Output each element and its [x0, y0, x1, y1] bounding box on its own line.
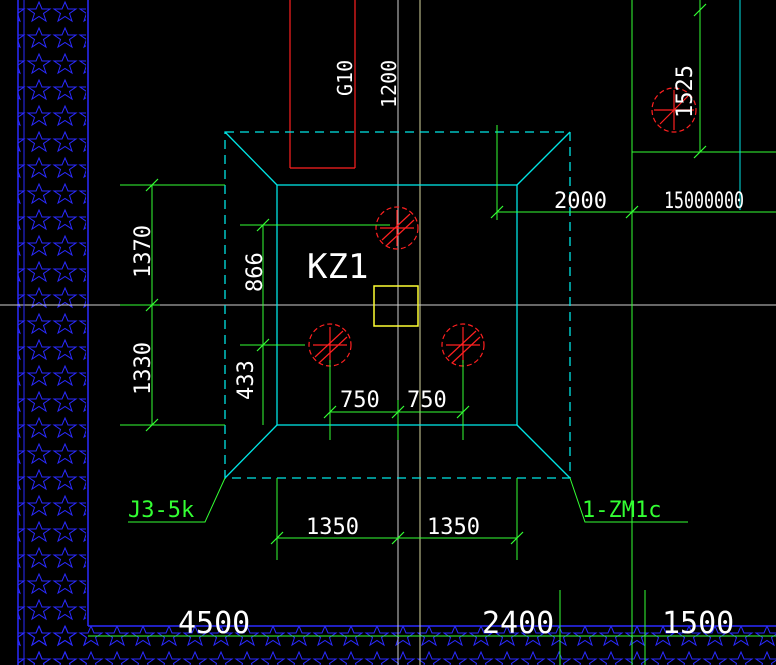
dim-right-2000[interactable]: 2000 [554, 189, 607, 214]
dim-bottom-1500[interactable]: 1500 [662, 606, 734, 641]
column-tag[interactable]: KZ1 [307, 247, 368, 287]
left-callout[interactable]: J3-5k [128, 498, 194, 523]
bottom-wall-hatch [18, 626, 776, 665]
dim-pile-spacing-right[interactable]: 750 [407, 388, 447, 413]
pile-top-right[interactable] [651, 87, 697, 133]
dim-left-upper[interactable]: 1370 [131, 225, 156, 278]
dim-bottom-2400[interactable]: 2400 [482, 606, 554, 641]
text-labels: KZ1 1370 1330 866 433 750 750 1350 1350 … [131, 60, 744, 641]
pile-right[interactable] [441, 323, 485, 367]
pile-cap-chamfer [224, 131, 278, 186]
dimension-ticks [145, 3, 707, 545]
dim-pile-spacing-left[interactable]: 750 [340, 388, 380, 413]
dim-right-1525[interactable]: 1525 [673, 65, 698, 118]
top-tag-g10[interactable]: G10 [333, 60, 357, 96]
top-tag-1200[interactable]: 1200 [377, 60, 401, 108]
pile-cap-chamfer [516, 131, 571, 186]
pile-cap-inner [276, 184, 518, 426]
piles [308, 87, 697, 367]
column-square[interactable] [373, 285, 419, 327]
dimension-lines [88, 0, 776, 637]
pile-cap-chamfer [224, 424, 278, 479]
dim-left-lower[interactable]: 1330 [131, 342, 156, 395]
dim-cap-width-left[interactable]: 1350 [306, 515, 359, 540]
left-wall-hatch [18, 0, 86, 665]
dim-bottom-4500[interactable]: 4500 [178, 606, 250, 641]
wall-hatch [17, 0, 776, 665]
top-rebar [289, 0, 356, 169]
dim-cap-width-right[interactable]: 1350 [427, 515, 480, 540]
dim-inner-upper[interactable]: 866 [243, 252, 268, 292]
dim-inner-lower[interactable]: 433 [234, 360, 259, 400]
pile-top[interactable] [375, 206, 419, 250]
pile-cap-chamfer [516, 424, 571, 479]
callout-labels: J3-5k 1-ZM1c [128, 498, 661, 523]
right-callout[interactable]: 1-ZM1c [582, 498, 661, 523]
pile-left[interactable] [308, 323, 352, 367]
dim-right-1500[interactable]: 15000000 [664, 189, 744, 214]
